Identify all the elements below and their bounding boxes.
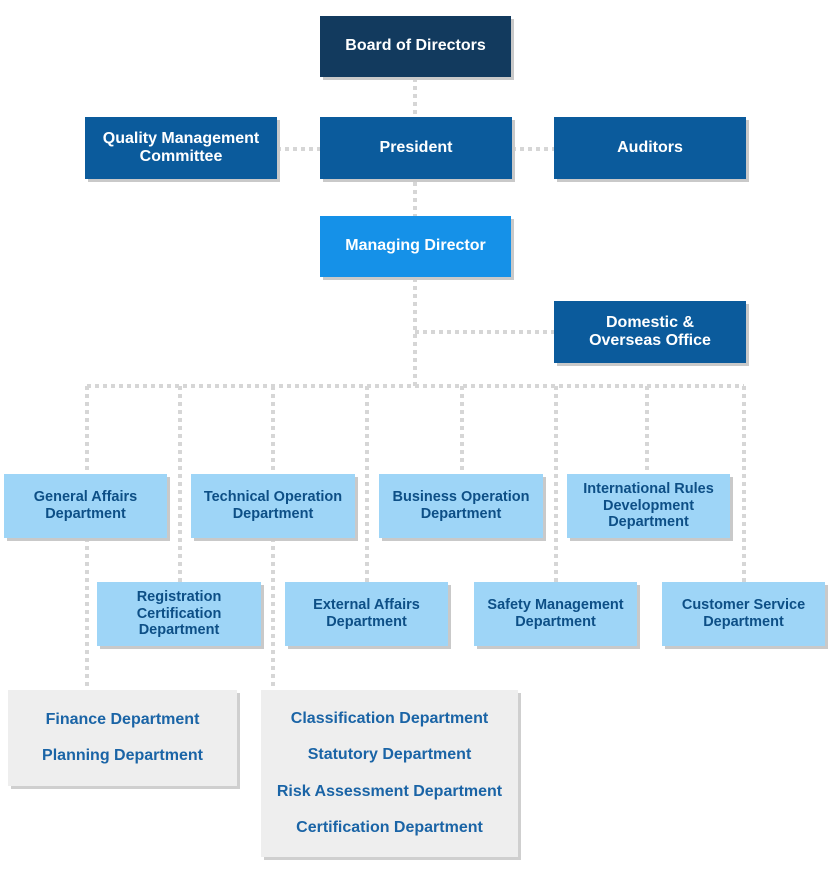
safety-management-line-1: Safety Management	[487, 597, 624, 614]
statutory-department-label: Statutory Department	[307, 746, 472, 764]
finance-department-label: Finance Department	[45, 710, 200, 728]
registration-line-3: Department	[138, 622, 220, 639]
managing-director-box: Managing Director	[320, 216, 511, 277]
domestic-label-line-1: Domestic &	[605, 313, 695, 331]
domestic-overseas-office-box: Domestic & Overseas Office	[554, 301, 746, 363]
managing-director-label: Managing Director	[345, 237, 486, 255]
president-label: President	[379, 138, 453, 156]
customer-service-department-box: Customer Service Department	[662, 582, 825, 646]
external-affairs-line-2: Department	[326, 614, 407, 630]
auditors-box: Auditors	[554, 117, 746, 179]
customer-service-line-1: Customer Service	[681, 597, 806, 614]
external-affairs-line-1: External Affairs	[313, 597, 420, 614]
risk-assessment-department-label: Risk Assessment Department	[276, 782, 503, 800]
general-affairs-line-1: General Affairs	[33, 489, 138, 506]
safety-management-line-2: Department	[515, 614, 596, 630]
technical-operation-department-box: Technical Operation Department	[191, 474, 355, 538]
general-affairs-subunits-box: Finance Department Planning Department	[8, 690, 237, 786]
classification-department-label: Classification Department	[290, 709, 489, 727]
quality-label-line-1: Quality Management	[102, 129, 260, 147]
board-of-directors-box: Board of Directors	[320, 16, 511, 77]
business-operation-line-2: Department	[420, 506, 502, 522]
customer-service-line-2: Department	[703, 614, 784, 630]
quality-management-committee-box: Quality Management Committee	[85, 117, 277, 179]
international-rules-line-1: International Rules	[583, 480, 714, 497]
general-affairs-department-box: General Affairs Department	[4, 474, 167, 538]
quality-label-line-2: Committee	[139, 148, 223, 165]
international-rules-department-box: International Rules Development Departme…	[567, 474, 730, 538]
registration-certification-department-box: Registration Certification Department	[97, 582, 261, 646]
registration-line-2: Certification	[136, 605, 222, 622]
auditors-label: Auditors	[617, 138, 683, 156]
external-affairs-department-box: External Affairs Department	[285, 582, 448, 646]
board-of-directors-label: Board of Directors	[345, 37, 486, 55]
business-operation-line-1: Business Operation	[392, 489, 530, 506]
general-affairs-line-2: Department	[45, 506, 126, 522]
international-rules-line-2: Development	[602, 497, 695, 514]
technical-operation-subunits-box: Classification Department Statutory Depa…	[261, 690, 518, 857]
president-box: President	[320, 117, 512, 179]
technical-operation-line-2: Department	[232, 506, 314, 522]
technical-operation-line-1: Technical Operation	[203, 489, 343, 506]
international-rules-line-3: Department	[608, 514, 689, 531]
domestic-label-line-2: Overseas Office	[589, 332, 711, 349]
registration-line-1: Registration	[136, 588, 222, 605]
certification-department-label: Certification Department	[296, 818, 483, 836]
business-operation-department-box: Business Operation Department	[379, 474, 543, 538]
planning-department-label: Planning Department	[42, 747, 203, 764]
safety-management-department-box: Safety Management Department	[474, 582, 637, 646]
